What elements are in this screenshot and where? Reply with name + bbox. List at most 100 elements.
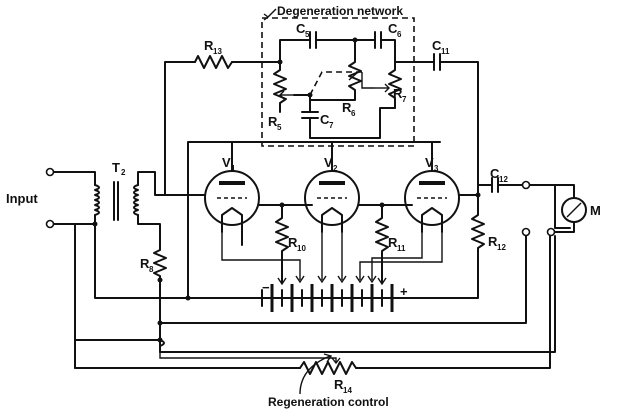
meter-terminal <box>546 227 556 237</box>
r6-bottom-wire <box>293 94 356 101</box>
degeneration-network-leader <box>267 8 277 18</box>
label-C6-main: C <box>388 21 398 36</box>
label-C7-main: C <box>320 112 330 127</box>
meter-wire-3 <box>554 221 575 233</box>
label-R7-main: R <box>393 86 403 101</box>
label-R12-sub: 12 <box>497 243 506 252</box>
label-R11-main: R <box>388 235 398 250</box>
label-R7-sub: 7 <box>402 95 407 104</box>
label-R10-sub: 10 <box>297 244 306 253</box>
meter-wire-top <box>529 184 571 229</box>
v3-tap-arrow-2 <box>355 275 365 284</box>
battery <box>249 284 421 312</box>
r11-tap-arrow <box>377 277 387 286</box>
r5-arrowhead <box>279 90 285 100</box>
tube-V1 <box>204 170 260 233</box>
junction-lower-1 <box>157 320 163 326</box>
label-C7-sub: 7 <box>329 121 334 130</box>
lower-return-line-1 <box>159 235 527 324</box>
label-V3-sub: 3 <box>434 164 439 173</box>
label-R8-main: R <box>140 256 150 271</box>
label-C5-sub: 5 <box>305 30 310 39</box>
tube-V3 <box>404 170 460 233</box>
gang-link-dashed <box>309 71 362 96</box>
c6-right-wire <box>380 39 396 63</box>
lower-return-line-3 <box>159 235 556 353</box>
label-R14-main: R <box>334 377 344 392</box>
v3-cathode-wire <box>359 232 443 280</box>
v2-to-v3-coupling <box>358 204 383 216</box>
input-terminal-bottom <box>45 219 55 229</box>
v1-to-v2-coupling <box>258 204 283 216</box>
r14-wiper-arrow <box>331 357 341 365</box>
r7-wiper-line <box>361 72 375 89</box>
regeneration-leader-arrow <box>323 353 333 363</box>
label-R8-sub: 8 <box>149 265 154 274</box>
output-terminal-top <box>521 180 531 190</box>
label-R6-sub: 6 <box>351 109 356 118</box>
label-R6-main: R <box>342 100 352 115</box>
junction-v1v2 <box>279 202 285 208</box>
junction-input <box>92 221 98 227</box>
r14-right-wire <box>355 235 551 369</box>
regeneration-leader <box>299 355 331 395</box>
output-terminal-bottom <box>521 227 531 237</box>
resistor-R11 <box>375 214 389 283</box>
input-wire-bottom <box>53 214 96 225</box>
v1-filament-wire <box>221 232 301 280</box>
secondary-to-r8-wire <box>137 214 161 247</box>
plate-rail-left <box>187 141 441 299</box>
label-V2-sub: 2 <box>333 164 338 173</box>
resistor-R6 <box>348 39 362 97</box>
label-R14-sub: 14 <box>343 386 352 395</box>
battery-plus-label: + <box>400 284 408 299</box>
label-C11-sub: 11 <box>441 47 450 56</box>
resistor-R8 <box>153 245 167 281</box>
r6-wiper-line <box>348 71 359 81</box>
label-C12-main: C <box>490 166 500 181</box>
resistor-R10 <box>275 214 289 283</box>
resistor-R13 <box>194 55 233 69</box>
input-wire-top <box>53 171 96 186</box>
junction-r8 <box>157 277 163 283</box>
label-C6-sub: 6 <box>397 30 402 39</box>
label-V2-main: V <box>324 155 333 170</box>
label-C5-main: C <box>296 21 306 36</box>
resistor-R14 <box>299 361 357 375</box>
degeneration-network-box <box>261 17 415 147</box>
transformer-T2 <box>94 181 139 221</box>
input-terminal-top <box>45 167 55 177</box>
v1-tap-arrow <box>295 275 305 284</box>
label-R5-sub: 5 <box>277 123 282 132</box>
r13-left-wire <box>164 61 196 196</box>
label-R12-main: R <box>488 234 498 249</box>
label-R10-main: R <box>288 235 298 250</box>
c11-right-wire <box>439 61 479 196</box>
regeneration-control-label: Regeneration control <box>268 395 389 409</box>
secondary-to-grid-wire <box>137 171 176 196</box>
return-line <box>94 223 251 299</box>
r7-arrowhead <box>384 83 390 93</box>
meter-wire-2 <box>554 184 575 199</box>
label-R13-sub: 13 <box>213 47 222 56</box>
tube-V2 <box>304 170 360 233</box>
r10-tap-arrow <box>277 277 287 286</box>
label-T2-sub: 2 <box>121 168 126 177</box>
resistor-R7 <box>388 61 402 109</box>
degeneration-network-arrowhead <box>263 13 270 21</box>
meter-needle <box>566 202 582 218</box>
junction-v2v3 <box>379 202 385 208</box>
crossover-hop <box>159 339 165 347</box>
meter-label: M <box>590 203 601 218</box>
r14-wiper-wire <box>159 352 337 362</box>
battery-minus-label: − <box>262 280 270 295</box>
degeneration-network-label: Degeneration network <box>277 4 403 18</box>
label-V3-main: V <box>425 155 434 170</box>
label-R13-main: R <box>204 38 214 53</box>
label-R11-sub: 11 <box>397 244 406 253</box>
label-C12-sub: 12 <box>499 175 508 184</box>
v3-filament-wire <box>371 232 423 280</box>
label-V1-main: V <box>222 155 231 170</box>
